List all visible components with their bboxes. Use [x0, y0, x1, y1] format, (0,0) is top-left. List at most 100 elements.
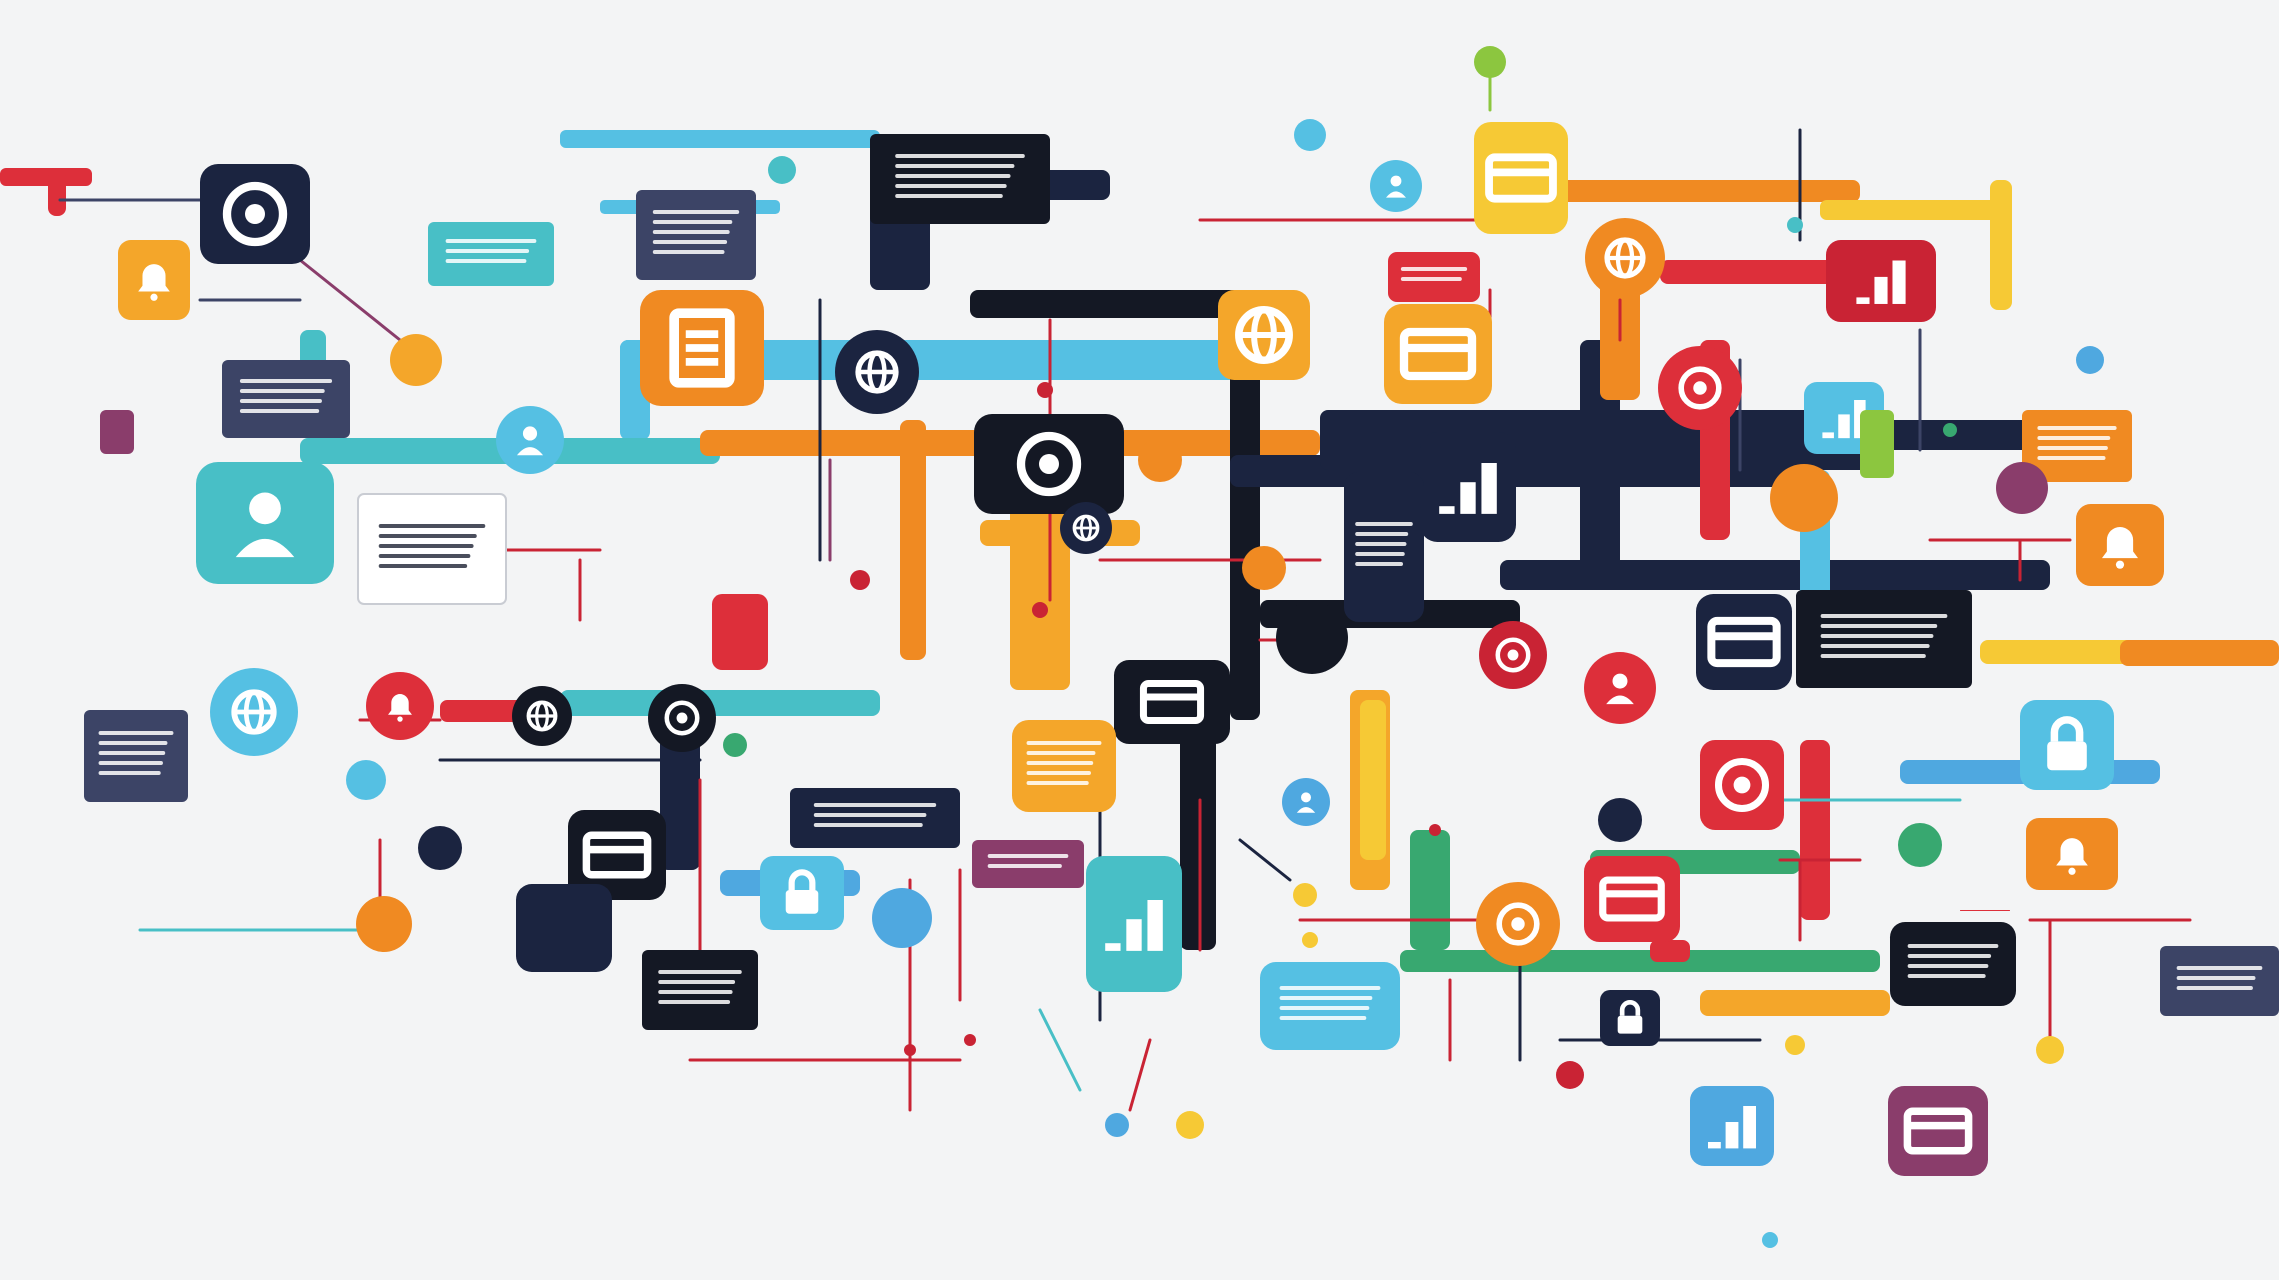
node-circle: [1996, 462, 2048, 514]
node-tile: [1344, 472, 1424, 622]
node-tile: [568, 810, 666, 900]
node-circle: [872, 888, 932, 948]
card-icon: [1599, 876, 1665, 922]
node-shape: [1888, 1086, 1988, 1176]
gear-icon: [676, 712, 688, 724]
node-circle: [1476, 882, 1560, 966]
connector-dot: [1037, 382, 1053, 398]
node-tile: [1012, 720, 1116, 812]
node-label-lines: [239, 409, 320, 413]
connector-dot: [1032, 602, 1048, 618]
node-label-lines: [652, 240, 728, 244]
node-label-lines: [1820, 654, 1926, 658]
connector-bar: [0, 168, 92, 186]
connector-bar: [1820, 200, 2010, 220]
node-circle: [1898, 823, 1942, 867]
node-tile: [1890, 922, 2016, 1006]
person-icon: [516, 447, 544, 456]
node-label-lines: [895, 154, 1025, 158]
connector-bar: [1700, 990, 1890, 1016]
connector-bar: [620, 340, 1240, 380]
connector-wire: [1038, 1008, 1082, 1092]
node-card: [870, 134, 1050, 224]
bell-icon: [2101, 526, 2139, 559]
chart-icon: [1854, 400, 1866, 439]
node-card: [2022, 410, 2132, 482]
node-label-lines: [2037, 456, 2106, 460]
chart-icon: [1481, 463, 1497, 514]
connector-dot: [723, 733, 747, 757]
chart-icon: [1743, 1106, 1756, 1149]
gear-icon: [222, 181, 288, 247]
node-shape: [1474, 122, 1568, 234]
connector-bar: [1180, 700, 1216, 950]
node-tile: [1860, 410, 1894, 478]
gear-icon: [1511, 917, 1525, 931]
node-label-lines: [378, 524, 486, 528]
chart-icon: [1460, 482, 1476, 514]
node-shape: [870, 134, 1050, 224]
connector-wire: [298, 258, 402, 342]
node-shape: [418, 826, 462, 870]
node-tile: [1260, 962, 1400, 1050]
node-label-lines: [658, 970, 742, 974]
chart-icon: [1439, 506, 1455, 514]
node-label-lines: [1355, 532, 1409, 536]
node-label-lines: [2037, 436, 2111, 440]
node-circle: [1584, 652, 1656, 724]
node-circle: [496, 406, 564, 474]
node-tile: [1114, 660, 1230, 744]
node-tile: [2026, 818, 2118, 890]
node-tile: [118, 240, 190, 320]
connector-bar: [1800, 740, 1830, 920]
node-shape: [1770, 464, 1838, 532]
node-shape: [1796, 590, 1972, 688]
lock-icon: [1617, 1015, 1643, 1034]
connector-bar: [970, 290, 1270, 318]
node-circle: [512, 686, 572, 746]
node-shape: [872, 888, 932, 948]
person-icon: [1386, 191, 1406, 198]
node-label-lines: [1026, 741, 1102, 745]
connector-dot: [1943, 423, 1957, 437]
chart-icon: [1874, 276, 1888, 304]
connector-dot: [1474, 46, 1506, 78]
gear-icon: [1733, 776, 1751, 794]
node-shape: [1584, 856, 1680, 942]
node-label-lines: [987, 854, 1069, 858]
node-tile: [1218, 290, 1310, 380]
node-label-lines: [1820, 644, 1930, 648]
node-label-lines: [652, 220, 733, 224]
node-label-lines: [1400, 277, 1462, 281]
node-label-lines: [1279, 996, 1373, 1000]
bell-icon: [388, 694, 412, 715]
node-circle: [1658, 346, 1742, 430]
node-label-lines: [813, 813, 927, 817]
node-label-lines: [1907, 954, 1992, 958]
gear-icon: [1507, 649, 1519, 661]
node-label-lines: [445, 259, 527, 263]
node-label-lines: [1355, 562, 1404, 566]
node-card: [428, 222, 554, 286]
node-circle: [418, 826, 462, 870]
node-shape: [84, 710, 188, 802]
node-label-lines: [895, 194, 1003, 198]
node-shape: [100, 410, 134, 454]
bell-icon: [2068, 867, 2076, 875]
node-label-lines: [658, 980, 736, 984]
connector-dot: [1429, 824, 1441, 836]
connector-bar: [1960, 910, 2010, 911]
node-label-lines: [813, 823, 923, 827]
node-label-lines: [378, 534, 477, 538]
connector-bar: [1560, 180, 1860, 202]
connector-bar: [1360, 700, 1386, 860]
node-tile: [760, 856, 844, 930]
chart-icon: [1838, 414, 1850, 439]
person-icon: [1296, 806, 1316, 813]
node-label-lines: [2176, 976, 2256, 980]
node-tile: [1584, 856, 1680, 942]
node-label-lines: [895, 184, 1007, 188]
node-label-lines: [239, 389, 325, 393]
connector-dot: [904, 1044, 916, 1056]
node-tile: [1420, 432, 1516, 542]
